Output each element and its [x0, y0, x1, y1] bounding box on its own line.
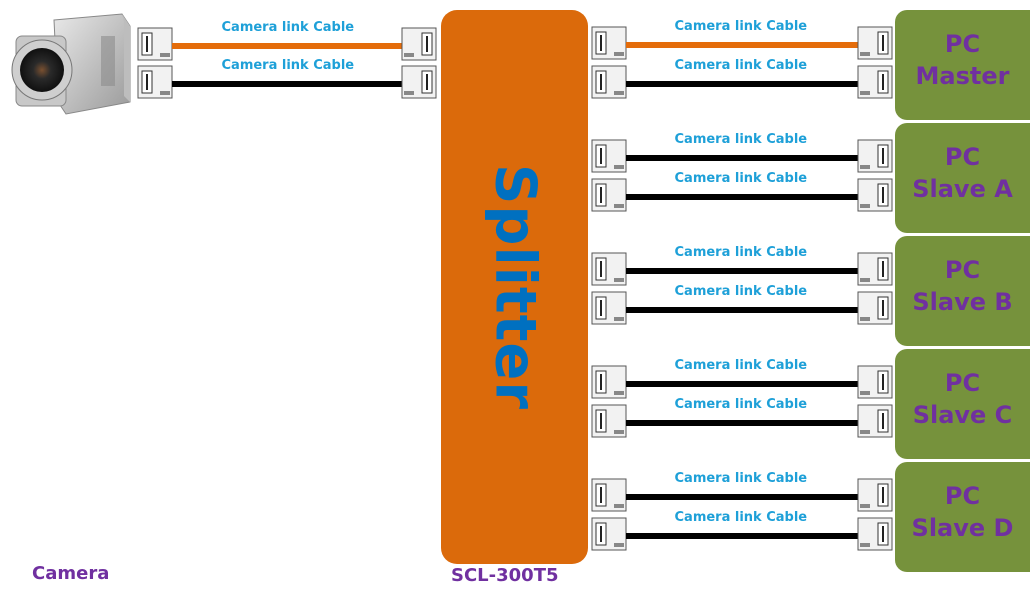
- pc-role-label: Slave C: [912, 401, 1013, 429]
- cable-label: Camera link Cable: [674, 19, 808, 34]
- pc-label: PC: [944, 30, 981, 58]
- connector-icon: [591, 178, 627, 212]
- camera-link-cable: [626, 268, 858, 274]
- cable-label: Camera link Cable: [674, 471, 808, 486]
- connector-icon: [591, 139, 627, 173]
- cable-label: Camera link Cable: [221, 58, 355, 73]
- camera-link-cable: [626, 42, 858, 48]
- connector-icon: [857, 252, 893, 286]
- connector-icon: [857, 365, 893, 399]
- connector-icon: [591, 365, 627, 399]
- connector-icon: [591, 26, 627, 60]
- pc-role-label: Slave B: [912, 288, 1013, 316]
- pc-label: PC: [944, 369, 981, 397]
- pc-label: PC: [944, 256, 981, 284]
- connector-icon: [591, 252, 627, 286]
- pc-label: PC: [944, 143, 981, 171]
- connector-icon: [857, 65, 893, 99]
- pc-box: PC Slave B: [895, 236, 1030, 346]
- pc-role-label: Slave D: [911, 514, 1014, 542]
- cable-label: Camera link Cable: [674, 510, 808, 525]
- cable-label: Camera link Cable: [221, 20, 355, 35]
- connector-icon: [591, 478, 627, 512]
- pc-label: PC: [944, 482, 981, 510]
- cable-label: Camera link Cable: [674, 171, 808, 186]
- cable-label: Camera link Cable: [674, 358, 808, 373]
- connector-icon: [857, 478, 893, 512]
- camera-link-cable: [626, 381, 858, 387]
- cable-label: Camera link Cable: [674, 58, 808, 73]
- pc-box: PC Slave C: [895, 349, 1030, 459]
- connector-icon: [591, 291, 627, 325]
- connector-icon: [857, 291, 893, 325]
- pc-box: PC Master: [895, 10, 1030, 120]
- camera-link-cable: [172, 43, 402, 49]
- connector-icon: [857, 517, 893, 551]
- camera-link-cable: [626, 194, 858, 200]
- camera-image: [6, 6, 138, 121]
- connector-icon: [591, 65, 627, 99]
- connector-icon: [857, 26, 893, 60]
- connector-icon: [137, 27, 173, 61]
- connector-icon: [401, 65, 437, 99]
- camera-link-cable: [626, 307, 858, 313]
- splitter-model-label: SCL-300T5: [451, 565, 559, 586]
- cable-label: Camera link Cable: [674, 245, 808, 260]
- pc-box: PC Slave D: [895, 462, 1030, 572]
- connector-icon: [857, 178, 893, 212]
- connector-icon: [591, 517, 627, 551]
- camera-link-cable: [626, 533, 858, 539]
- camera-label: Camera: [32, 563, 110, 584]
- camera-link-cable: [626, 420, 858, 426]
- cable-label: Camera link Cable: [674, 397, 808, 412]
- cable-label: Camera link Cable: [674, 284, 808, 299]
- connector-icon: [137, 65, 173, 99]
- connector-icon: [857, 139, 893, 173]
- camera-link-cable: [626, 81, 858, 87]
- splitter-box: Splitter: [441, 10, 588, 564]
- pc-role-label: Master: [915, 62, 1010, 90]
- camera-link-cable: [626, 155, 858, 161]
- cable-label: Camera link Cable: [674, 132, 808, 147]
- camera-link-cable: [626, 494, 858, 500]
- connector-icon: [857, 404, 893, 438]
- connector-icon: [401, 27, 437, 61]
- connector-icon: [591, 404, 627, 438]
- camera-link-cable: [172, 81, 402, 87]
- pc-role-label: Slave A: [912, 175, 1013, 203]
- pc-box: PC Slave A: [895, 123, 1030, 233]
